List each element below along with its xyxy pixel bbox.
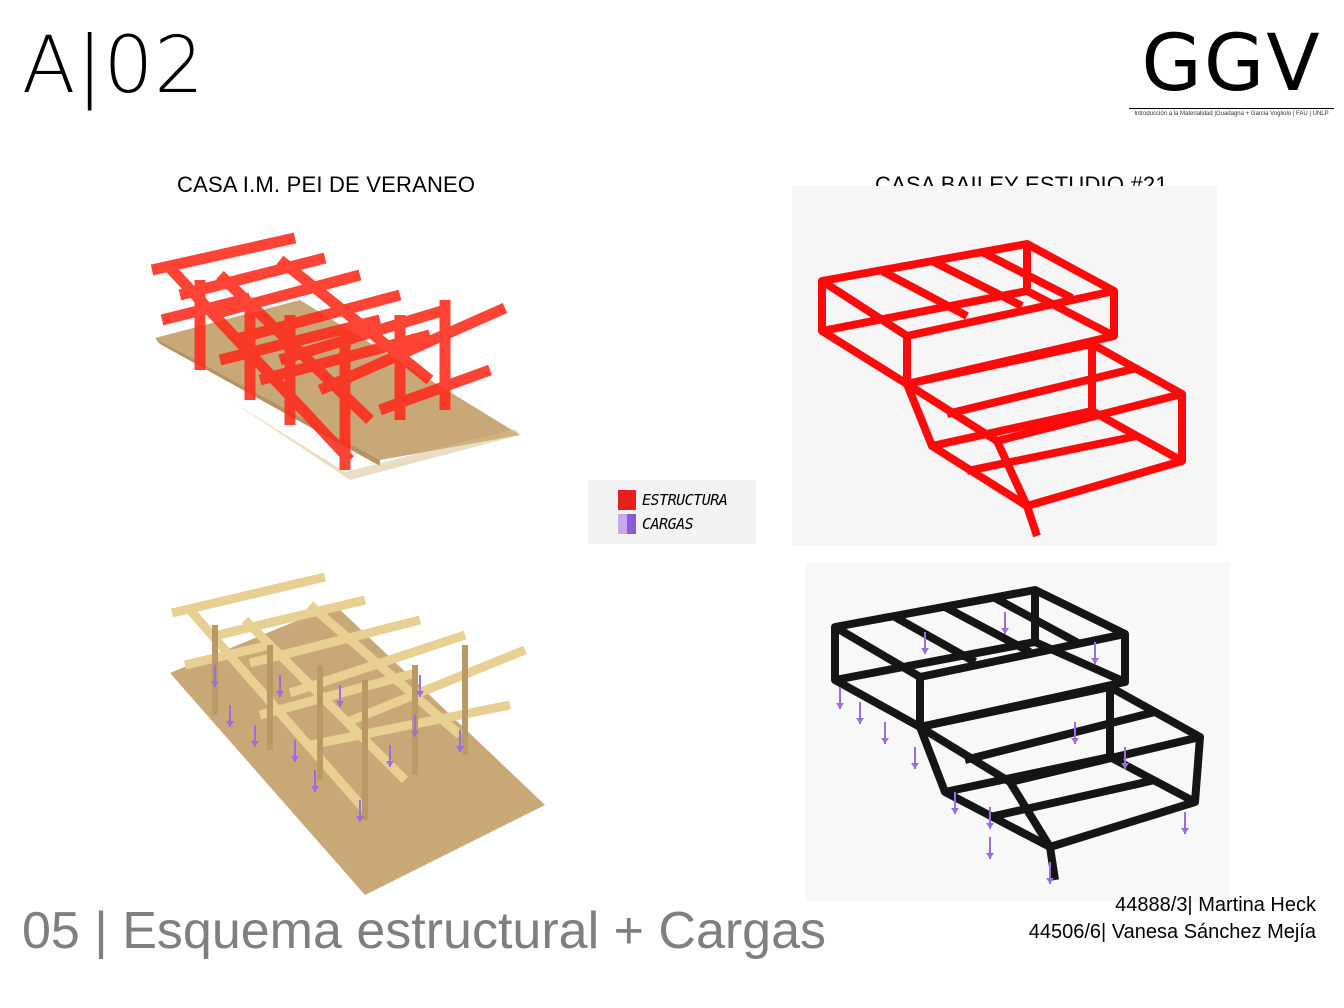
logo-subtitle: Introducción a la Materialidad |Guadagna… [1129,111,1334,117]
caption-pei-house: CASA I.M. PEI DE VERANEO [177,172,475,198]
sheet-code: A|02 [22,18,205,114]
legend-item-structure: ESTRUCTURA [618,490,727,510]
pei-structure-model [140,220,540,560]
legend: ESTRUCTURA CARGAS [588,480,756,544]
footer-title: 05 | Esquema estructural + Cargas [22,896,826,966]
bailey-structure-model [792,186,1217,546]
structure-swatch [618,490,636,510]
logo-text: GGV [1129,22,1334,106]
loads-swatch [618,514,636,534]
student-credit: 44506/6| Vanesa Sánchez Mejía [1029,921,1316,944]
pei-loads-model [160,565,550,900]
student-credit: 44888/3| Martina Heck [1115,894,1316,917]
bailey-loads-model [805,562,1230,902]
legend-item-loads: CARGAS [618,514,693,534]
legend-label: CARGAS [642,515,693,533]
legend-label: ESTRUCTURA [642,491,727,509]
ggv-logo: GGV Introducción a la Materialidad |Guad… [1129,22,1334,117]
